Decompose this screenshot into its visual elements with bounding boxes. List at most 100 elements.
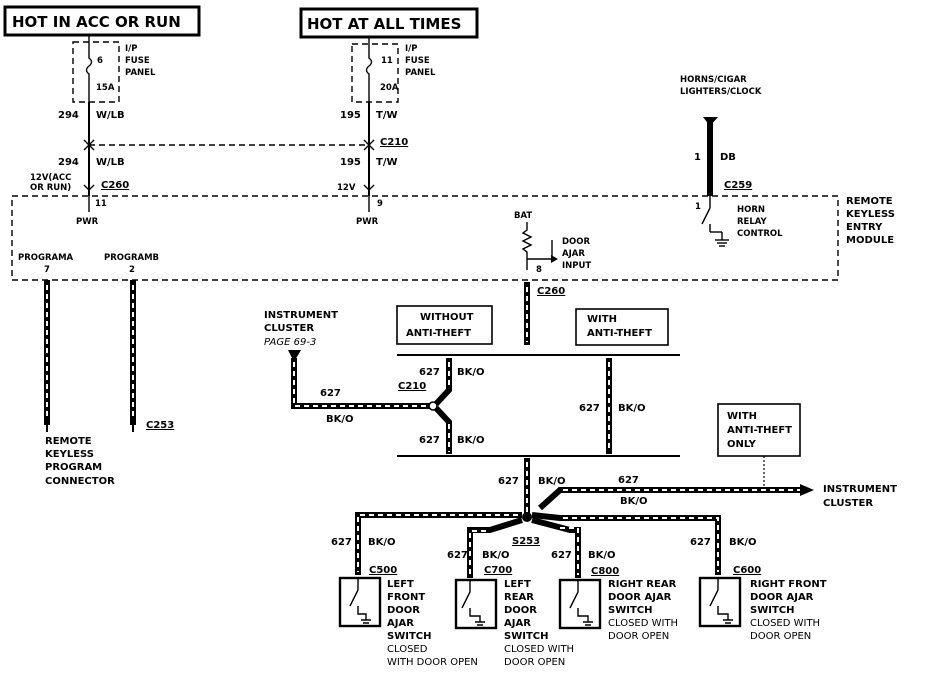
- c210-pin-right: [363, 139, 375, 151]
- wire-627-ic-num: 627: [320, 388, 341, 399]
- wire-627-without-branch: [433, 358, 452, 454]
- without-anti-theft-box: [396, 305, 493, 345]
- horn-relay-label-3: CONTROL: [737, 229, 783, 239]
- wire-627-main-num: 627: [498, 476, 519, 487]
- lr-label-4: AJAR: [504, 618, 531, 629]
- program-connector-2: KEYLESS: [45, 449, 94, 460]
- module-label-4: MODULE: [846, 235, 894, 246]
- wire-627-upper-color: BK/O: [457, 367, 485, 378]
- v12-label: 12V: [337, 183, 356, 193]
- with-anti-theft-only-box: [717, 403, 801, 457]
- wire-195-upper-color: T/W: [376, 110, 398, 121]
- c210-pin-left: [83, 139, 95, 151]
- c260-pin-right: [363, 184, 375, 191]
- program-connector-4: CONNECTOR: [45, 476, 115, 487]
- c210-top-label: C210: [380, 137, 408, 148]
- c253-label: C253: [146, 420, 174, 431]
- wire-195-lower-color: T/W: [376, 157, 398, 168]
- lr-label-5: SWITCH: [504, 631, 548, 642]
- c210-mid-connector: [428, 401, 438, 411]
- fuse-6: 6 15A: [72, 35, 120, 103]
- wire-1-color: DB: [720, 152, 736, 163]
- horns-label-1: HORNS/CIGAR: [680, 75, 747, 85]
- wire-627-rf-color: BK/O: [729, 537, 757, 548]
- c210-mid-label: C210: [398, 381, 426, 392]
- wire-627-lr-num: 627: [447, 550, 468, 561]
- fuse1-label-3: PANEL: [125, 68, 156, 78]
- wire-627-main-color: BK/O: [538, 476, 566, 487]
- fuse2-rating: 20A: [380, 83, 399, 93]
- wire-627-lower-num: 627: [419, 435, 440, 446]
- module-label-2: KEYLESS: [846, 209, 895, 220]
- rf-label-5: DOOR OPEN: [750, 631, 811, 642]
- wire-627-right-num: 627: [579, 403, 600, 414]
- splice-s253: [522, 512, 532, 522]
- wire-1-num: 1: [694, 152, 701, 163]
- c600-label: C600: [733, 565, 761, 576]
- wire-294-lower-num: 294: [58, 157, 79, 168]
- acc-label-2: OR RUN): [30, 183, 71, 193]
- wire-627-rr-num: 627: [551, 550, 572, 561]
- lr-label-7: DOOR OPEN: [504, 657, 565, 668]
- rr-label-5: DOOR OPEN: [608, 631, 669, 642]
- pwr1-label: PWR: [76, 217, 99, 227]
- prog-a-label: PROGRAMA: [18, 253, 74, 263]
- ic-right-label-1: INSTRUMENT: [823, 484, 897, 495]
- wire-294-lower-color: W/LB: [96, 157, 125, 168]
- with-anti-theft-box: [575, 308, 669, 346]
- ic-left-label-1: INSTRUMENT: [264, 310, 338, 321]
- lf-door-ajar-switch: [338, 576, 382, 628]
- prog-a-pin-label: 7: [44, 265, 50, 275]
- c260-pin-left: [83, 184, 95, 191]
- with-only-label-3: ONLY: [727, 439, 757, 450]
- wire-627-cluster-color: BK/O: [620, 496, 648, 507]
- pin-11-label: 11: [95, 199, 107, 209]
- wire-195-lower-num: 195: [340, 157, 361, 168]
- wire-627-ic-color: BK/O: [326, 414, 354, 425]
- wire-627-instrument-cluster: [291, 358, 430, 409]
- rke-module-box: [11, 195, 839, 281]
- program-wires: [44, 280, 136, 432]
- wire-627-lf-num: 627: [331, 537, 352, 548]
- wire-195-upper-num: 195: [340, 110, 361, 121]
- fuse2-label-2: FUSE: [405, 56, 430, 66]
- door-ajar-label-2: AJAR: [562, 249, 585, 259]
- wire-294-upper-num: 294: [58, 110, 79, 121]
- fuse2-number: 11: [381, 56, 393, 66]
- lr-label-6: CLOSED WITH: [504, 644, 574, 655]
- wire-627-cluster-right: [537, 487, 806, 511]
- rf-label-4: CLOSED WITH: [750, 618, 820, 629]
- without-label-2: ANTI-THEFT: [406, 328, 471, 339]
- header-box-all-times: [299, 7, 479, 39]
- door-ajar-label-1: DOOR: [562, 237, 591, 247]
- pin-9-label: 9: [377, 199, 383, 209]
- with-only-label-1: WITH: [727, 411, 757, 422]
- wire-627-cluster-num: 627: [618, 475, 639, 486]
- wire-627-right-color: BK/O: [618, 403, 646, 414]
- lr-label-3: DOOR: [504, 605, 537, 616]
- door-ajar-label-3: INPUT: [562, 261, 591, 271]
- wire-627-rf-num: 627: [690, 537, 711, 548]
- lf-label-6: CLOSED: [387, 644, 428, 655]
- module-label-1: REMOTE: [846, 196, 893, 207]
- prog-b-label: PROGRAMB: [104, 253, 159, 263]
- rr-label-4: CLOSED WITH: [608, 618, 678, 629]
- horn-relay-label-1: HORN: [737, 205, 765, 215]
- c260-bottom-label: C260: [537, 286, 565, 297]
- c500-label: C500: [369, 565, 397, 576]
- s253-label: S253: [512, 536, 540, 547]
- lf-label-1: LEFT: [387, 579, 414, 590]
- module-label-3: ENTRY: [846, 222, 883, 233]
- rr-label-3: SWITCH: [608, 605, 652, 616]
- wire-627-lr-color: BK/O: [482, 550, 510, 561]
- wire-627-lower-color: BK/O: [457, 435, 485, 446]
- bat-resistor: [521, 222, 533, 270]
- door-switch-feed-wires: [355, 512, 721, 578]
- rf-door-ajar-switch: [698, 576, 742, 628]
- fuse1-number: 6: [97, 56, 103, 66]
- with-label-1: WITH: [587, 314, 617, 325]
- horn-relay-label-2: RELAY: [737, 217, 768, 227]
- fuse2-label-1: I/P: [405, 44, 418, 54]
- lf-label-5: SWITCH: [387, 631, 431, 642]
